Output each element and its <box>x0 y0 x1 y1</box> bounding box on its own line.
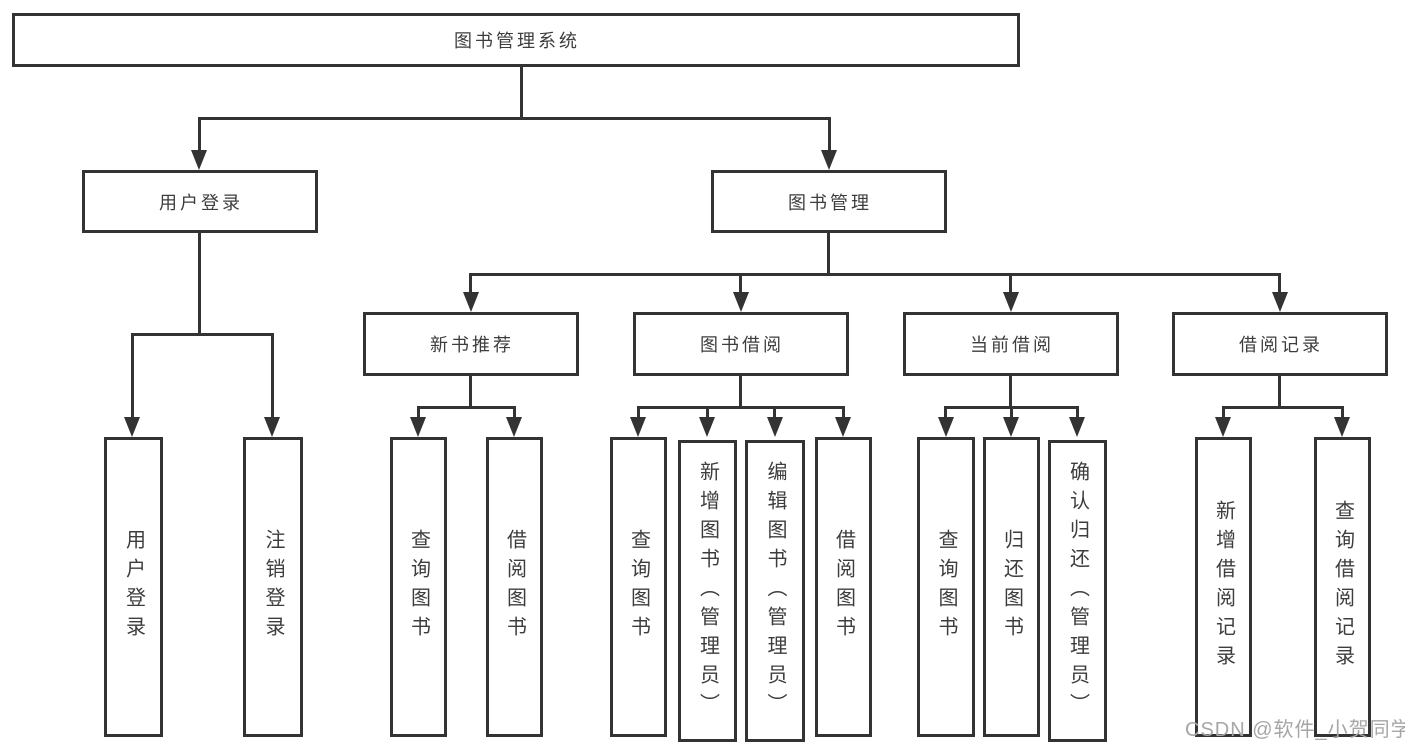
hline <box>469 273 1281 276</box>
leaf-current-return-books: 归还图书 <box>983 437 1040 737</box>
node-label: 当前借阅 <box>970 335 1054 355</box>
vline <box>1010 406 1013 419</box>
vline <box>828 117 831 151</box>
node-label: 借阅记录 <box>1239 335 1323 355</box>
vline <box>469 376 472 408</box>
leaf-logout-login: 注销登录 <box>243 437 303 737</box>
arrowhead-down <box>506 417 522 437</box>
node-label: 新书推荐 <box>430 335 514 355</box>
leaf-records-add-borrow-record: 新增借阅记录 <box>1195 437 1252 737</box>
vline <box>1076 406 1079 419</box>
vline <box>827 233 830 275</box>
leaf-label: 查询借阅记录 <box>1331 500 1354 674</box>
leaf-label: 新增图书（管理员） <box>696 460 719 722</box>
hline <box>1222 406 1344 409</box>
leaf-label: 查询图书 <box>935 529 957 645</box>
leaf-label: 借阅图书 <box>503 529 526 645</box>
hline <box>198 117 831 120</box>
arrowhead-down <box>835 417 851 437</box>
leaf-recommend-borrow-books: 借阅图书 <box>486 437 543 737</box>
vline <box>706 406 709 419</box>
leaf-borrowing-edit-books-admin: 编辑图书（管理员） <box>745 440 805 742</box>
node-new-book-recommend: 新书推荐 <box>363 312 579 376</box>
arrowhead-down <box>699 417 715 437</box>
hline <box>637 406 845 409</box>
csdn-watermark: CSDN @软件_小贺同学 <box>1185 719 1405 741</box>
leaf-recommend-query-books: 查询图书 <box>390 437 447 737</box>
leaf-label: 确认归还（管理员） <box>1066 460 1089 722</box>
vline <box>637 406 640 419</box>
node-current-borrowing: 当前借阅 <box>903 312 1119 376</box>
arrowhead-down <box>1334 417 1350 437</box>
vline <box>1278 273 1281 295</box>
vline <box>1278 376 1281 408</box>
arrowhead-down <box>938 417 954 437</box>
leaf-current-confirm-return-admin: 确认归还（管理员） <box>1048 440 1107 742</box>
node-label: 图书借阅 <box>700 335 784 355</box>
node-borrow-records: 借阅记录 <box>1172 312 1388 376</box>
arrowhead-down <box>821 150 837 170</box>
vline <box>198 117 201 151</box>
arrowhead-down <box>1003 417 1019 437</box>
vline <box>842 406 845 419</box>
arrowhead-down <box>1069 417 1085 437</box>
vline <box>131 333 134 419</box>
vline <box>944 406 947 419</box>
hline <box>417 406 516 409</box>
leaf-label: 编辑图书（管理员） <box>764 460 786 722</box>
arrowhead-down <box>410 417 426 437</box>
arrowhead-down <box>1215 417 1231 437</box>
vline <box>417 406 420 419</box>
node-label: 图书管理系统 <box>454 31 580 51</box>
node-book-management: 图书管理 <box>711 170 947 233</box>
leaf-label: 注销登录 <box>262 529 284 645</box>
leaf-user-login: 用户登录 <box>104 437 163 737</box>
vline <box>739 273 742 295</box>
arrowhead-down <box>733 292 749 312</box>
arrowhead-down <box>1003 292 1019 312</box>
vline <box>469 273 472 295</box>
leaf-label: 借阅图书 <box>832 529 855 645</box>
leaf-borrowing-query-books: 查询图书 <box>610 437 667 737</box>
vline <box>1222 406 1225 419</box>
hline <box>131 333 274 336</box>
arrowhead-down <box>1272 292 1288 312</box>
vline <box>1009 376 1012 408</box>
vline <box>513 406 516 419</box>
arrowhead-down <box>124 417 140 437</box>
node-user-login: 用户登录 <box>82 170 318 233</box>
leaf-borrowing-borrow-books: 借阅图书 <box>815 437 872 737</box>
arrowhead-down <box>264 417 280 437</box>
leaf-current-query-books: 查询图书 <box>917 437 975 737</box>
leaf-label: 新增借阅记录 <box>1212 500 1235 674</box>
leaf-borrowing-add-books-admin: 新增图书（管理员） <box>678 440 737 742</box>
vline <box>773 406 776 419</box>
vline <box>520 66 523 119</box>
arrowhead-down <box>191 150 207 170</box>
node-label: 图书管理 <box>788 192 872 213</box>
leaf-label: 查询图书 <box>407 529 430 645</box>
node-label: 用户登录 <box>159 192 243 213</box>
vline <box>198 233 201 336</box>
vline <box>1009 273 1012 295</box>
leaf-label: 归还图书 <box>1000 529 1023 645</box>
arrowhead-down <box>767 417 783 437</box>
leaf-label: 用户登录 <box>122 529 145 645</box>
leaf-label: 查询图书 <box>627 529 650 645</box>
vline <box>739 376 742 408</box>
node-library-management-system: 图书管理系统 <box>12 13 1020 67</box>
arrowhead-down <box>463 292 479 312</box>
node-book-borrowing: 图书借阅 <box>633 312 849 376</box>
vline <box>271 333 274 419</box>
leaf-records-query-borrow-record: 查询借阅记录 <box>1314 437 1371 737</box>
arrowhead-down <box>630 417 646 437</box>
vline <box>1341 406 1344 419</box>
